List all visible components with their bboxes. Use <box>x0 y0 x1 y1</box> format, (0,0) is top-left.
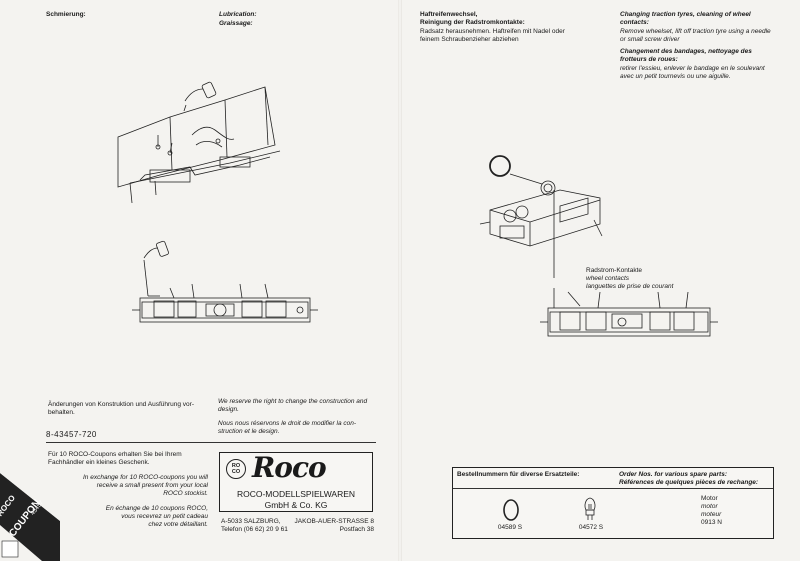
part-number: 8-43457-720 <box>46 430 97 439</box>
changes-notice-fr: Nous nous réservons le droit de modifier… <box>218 420 357 435</box>
coupon-text-en: In exchange for 10 ROCO-coupons you will… <box>82 474 208 497</box>
spare-part-code: 04572 S <box>578 524 604 531</box>
spare-parts-title-en: Order Nos. for various spare parts: <box>619 471 728 478</box>
tyres-body-en: Remove wheelset, lift off traction tyre … <box>620 28 771 43</box>
coupon-text-de: Für 10 ROCO-Coupons erhalten Sie bei Ihr… <box>48 451 182 466</box>
address-left: A-5033 SALZBURG,Telefon (06 62) 20 9 61 <box>221 518 288 533</box>
changes-notice-de: Änderungen von Konstruktion und Ausführu… <box>48 401 194 416</box>
coupon-badge: ROCO COUPON 43457 <box>0 455 60 561</box>
tyres-body-fr: retirer l'essieu, enlever le bandage en … <box>620 65 765 80</box>
traction-tyre-icon <box>489 155 511 177</box>
spare-parts-box: Bestellnummern für diverse Ersatzteile: … <box>452 467 774 539</box>
spare-part-code: 04589 S <box>497 524 523 531</box>
wheel-contacts-label: Radstrom-Kontakte wheel contacts languet… <box>586 267 674 290</box>
underside-diagram <box>132 240 318 323</box>
lubrication-diagram <box>117 81 281 204</box>
roco-brand-logo: Roco <box>252 451 327 484</box>
bulb-icon <box>584 497 596 520</box>
tyres-heading-en: Changing traction tyres, cleaning of whe… <box>620 11 751 26</box>
company-legal-form: GmbH & Co. KG <box>264 500 328 510</box>
wheelset-diagram <box>479 155 603 278</box>
company-name: ROCO-MODELLSPIELWAREN <box>236 489 356 499</box>
page-gutter <box>398 0 402 561</box>
tyres-heading-de: Haftreifenwechsel,Reinigung der Radstrom… <box>420 11 525 26</box>
oil-can-icon <box>183 81 217 112</box>
spare-parts-divider <box>453 488 773 489</box>
lubrication-heading-en: Lubrication: <box>219 11 257 18</box>
spare-part-code: 0913 N <box>701 519 722 526</box>
oil-can-icon <box>143 240 169 297</box>
motor-label: Motor motor moteur 0913 N <box>701 495 722 526</box>
contacts-underside-diagram <box>540 288 718 337</box>
changes-notice-en: We reserve the right to change the const… <box>218 398 368 413</box>
coupon-text-fr: En échange de 10 coupons ROCO,vous recev… <box>105 505 208 528</box>
tyres-body-de: Radsatz herausnehmen. Haftreifen mit Nad… <box>420 28 565 43</box>
lubrication-heading-fr: Graissage: <box>219 20 253 27</box>
spare-parts-title-fr: Références de quelques pièces de rechang… <box>619 479 759 486</box>
lubrication-heading-de: Schmierung: <box>46 11 86 18</box>
divider-line <box>46 442 376 443</box>
traction-tyre-icon <box>503 499 519 521</box>
spare-parts-title-de: Bestellnummern für diverse Ersatzteile: <box>457 471 580 478</box>
